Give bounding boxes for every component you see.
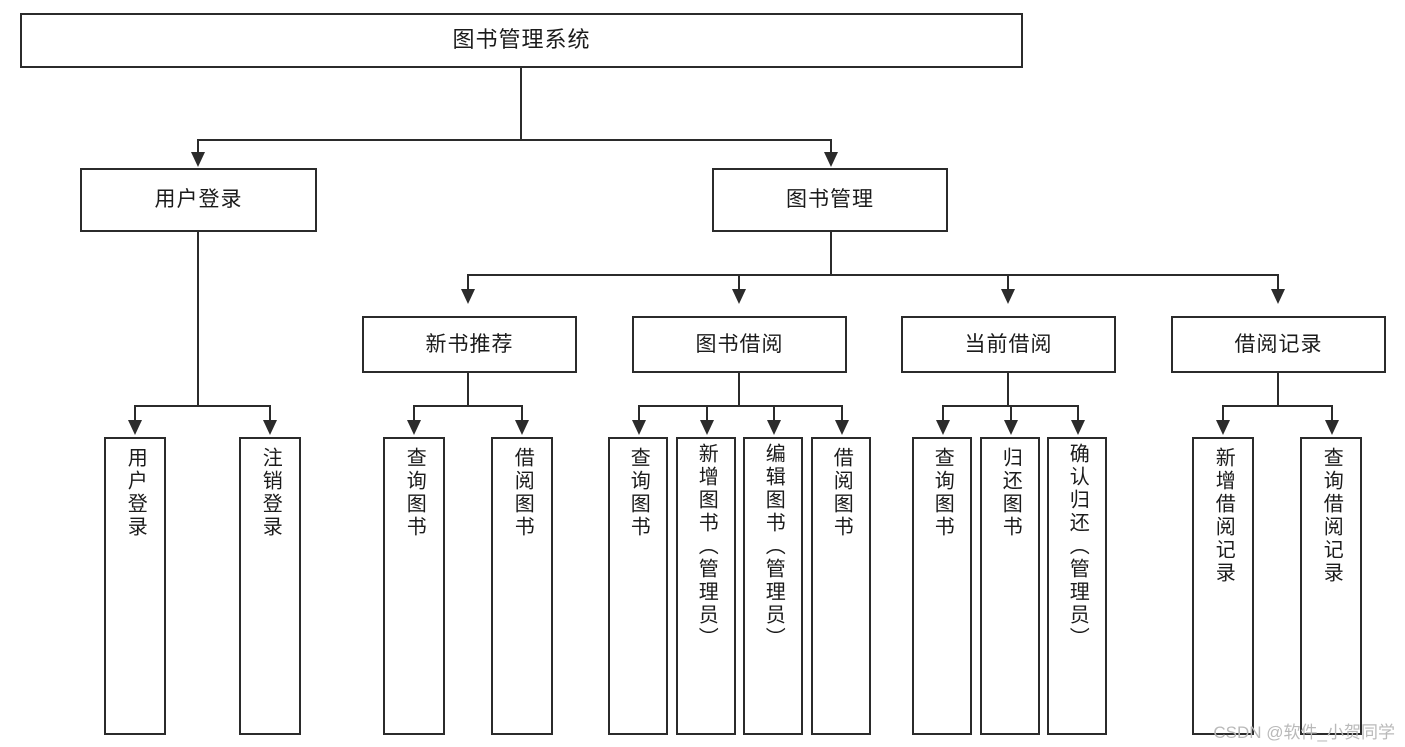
node-root-system[interactable]: 图书管理系统 bbox=[20, 13, 1023, 68]
node-label: 新增图书（管理员） bbox=[695, 443, 718, 650]
arrowhead-leaf-logout-login bbox=[263, 420, 277, 435]
edge-br-drop-1 bbox=[1222, 405, 1224, 422]
node-leaf-query-book-2[interactable]: 查询图书 bbox=[608, 437, 668, 735]
edge-to-borrow-record bbox=[1277, 274, 1279, 291]
edge-book-borrow-bar bbox=[638, 405, 843, 407]
node-leaf-query-book-3[interactable]: 查询图书 bbox=[912, 437, 972, 735]
node-new-book-recommend[interactable]: 新书推荐 bbox=[362, 316, 577, 373]
node-leaf-borrow-book-2[interactable]: 借阅图书 bbox=[811, 437, 871, 735]
arrowhead-leaf-borrow-book-1 bbox=[515, 420, 529, 435]
edge-user-login-drop-2 bbox=[269, 405, 271, 422]
node-leaf-logout-login[interactable]: 注销登录 bbox=[239, 437, 301, 735]
node-leaf-query-record[interactable]: 查询借阅记录 bbox=[1300, 437, 1362, 735]
node-borrow-record[interactable]: 借阅记录 bbox=[1171, 316, 1386, 373]
node-leaf-edit-book[interactable]: 编辑图书（管理员） bbox=[743, 437, 803, 735]
arrowhead-leaf-add-record bbox=[1216, 420, 1230, 435]
node-label: 新书推荐 bbox=[425, 332, 514, 356]
edge-current-borrow-stem bbox=[1007, 373, 1009, 406]
arrowhead-new-book-recommend bbox=[461, 289, 475, 304]
node-leaf-return-book[interactable]: 归还图书 bbox=[980, 437, 1040, 735]
edge-user-login-drop-1 bbox=[134, 405, 136, 422]
node-label: 注销登录 bbox=[259, 447, 282, 539]
edge-root-bar bbox=[197, 139, 831, 141]
node-leaf-confirm-return[interactable]: 确认归还（管理员） bbox=[1047, 437, 1107, 735]
edge-to-book-borrow bbox=[738, 274, 740, 291]
node-leaf-borrow-book-1[interactable]: 借阅图书 bbox=[491, 437, 553, 735]
edge-cb-drop-3 bbox=[1077, 405, 1079, 422]
arrowhead-leaf-borrow-book-2 bbox=[835, 420, 849, 435]
node-user-login[interactable]: 用户登录 bbox=[80, 168, 317, 232]
node-current-borrow[interactable]: 当前借阅 bbox=[901, 316, 1116, 373]
arrowhead-leaf-return-book bbox=[1004, 420, 1018, 435]
node-label: 图书管理 bbox=[786, 188, 874, 212]
edge-nbr-drop-1 bbox=[413, 405, 415, 422]
edge-root-stem bbox=[520, 68, 522, 140]
edge-to-book-management bbox=[830, 139, 832, 154]
arrowhead-book-borrow bbox=[732, 289, 746, 304]
arrowhead-current-borrow bbox=[1001, 289, 1015, 304]
node-label: 归还图书 bbox=[999, 447, 1022, 539]
edge-new-book-recommend-bar bbox=[413, 405, 523, 407]
node-label: 借阅图书 bbox=[511, 447, 534, 539]
node-leaf-add-book[interactable]: 新增图书（管理员） bbox=[676, 437, 736, 735]
edge-borrow-record-stem bbox=[1277, 373, 1279, 406]
edge-book-management-bar bbox=[467, 274, 1279, 276]
node-label: 借阅记录 bbox=[1234, 332, 1323, 356]
csdn-watermark: CSDN @软件_小贺同学 bbox=[1213, 723, 1395, 742]
arrowhead-user-login bbox=[191, 152, 205, 167]
edge-nbr-drop-2 bbox=[521, 405, 523, 422]
node-leaf-query-book-1[interactable]: 查询图书 bbox=[383, 437, 445, 735]
edge-user-login-stem bbox=[197, 232, 199, 407]
edge-new-book-recommend-stem bbox=[467, 373, 469, 406]
arrowhead-leaf-user-login bbox=[128, 420, 142, 435]
edge-bb-drop-3 bbox=[773, 405, 775, 422]
node-label: 图书借阅 bbox=[695, 332, 784, 356]
node-label: 编辑图书（管理员） bbox=[762, 443, 785, 650]
edge-to-current-borrow bbox=[1007, 274, 1009, 291]
edge-user-login-bar bbox=[134, 405, 270, 407]
arrowhead-leaf-query-book-2 bbox=[632, 420, 646, 435]
arrowhead-leaf-add-book bbox=[700, 420, 714, 435]
node-label: 图书管理系统 bbox=[452, 27, 591, 53]
node-leaf-add-record[interactable]: 新增借阅记录 bbox=[1192, 437, 1254, 735]
node-label: 用户登录 bbox=[154, 188, 243, 212]
edge-to-user-login bbox=[197, 139, 199, 154]
edge-bb-drop-2 bbox=[706, 405, 708, 422]
node-book-borrow[interactable]: 图书借阅 bbox=[632, 316, 847, 373]
edge-borrow-record-bar bbox=[1222, 405, 1333, 407]
node-label: 查询借阅记录 bbox=[1320, 447, 1343, 585]
edge-to-new-book-recommend bbox=[467, 274, 469, 291]
node-book-management[interactable]: 图书管理 bbox=[712, 168, 948, 232]
edge-cb-drop-1 bbox=[942, 405, 944, 422]
node-leaf-user-login[interactable]: 用户登录 bbox=[104, 437, 166, 735]
node-label: 确认归还（管理员） bbox=[1066, 443, 1089, 650]
node-label: 用户登录 bbox=[124, 447, 147, 539]
node-label: 查询图书 bbox=[403, 447, 426, 539]
edge-br-drop-2 bbox=[1331, 405, 1333, 422]
arrowhead-leaf-edit-book bbox=[767, 420, 781, 435]
arrowhead-book-management bbox=[824, 152, 838, 167]
node-label: 查询图书 bbox=[931, 447, 954, 539]
node-label: 借阅图书 bbox=[830, 447, 853, 539]
arrowhead-leaf-query-book-1 bbox=[407, 420, 421, 435]
node-label: 查询图书 bbox=[627, 447, 650, 539]
edge-bb-drop-4 bbox=[841, 405, 843, 422]
arrowhead-leaf-query-record bbox=[1325, 420, 1339, 435]
edge-book-management-stem bbox=[830, 232, 832, 275]
node-label: 当前借阅 bbox=[964, 332, 1053, 356]
arrowhead-borrow-record bbox=[1271, 289, 1285, 304]
arrowhead-leaf-query-book-3 bbox=[936, 420, 950, 435]
edge-cb-drop-2 bbox=[1010, 405, 1012, 422]
arrowhead-leaf-confirm-return bbox=[1071, 420, 1085, 435]
node-label: 新增借阅记录 bbox=[1212, 447, 1235, 585]
edge-bb-drop-1 bbox=[638, 405, 640, 422]
edge-book-borrow-stem bbox=[738, 373, 740, 406]
